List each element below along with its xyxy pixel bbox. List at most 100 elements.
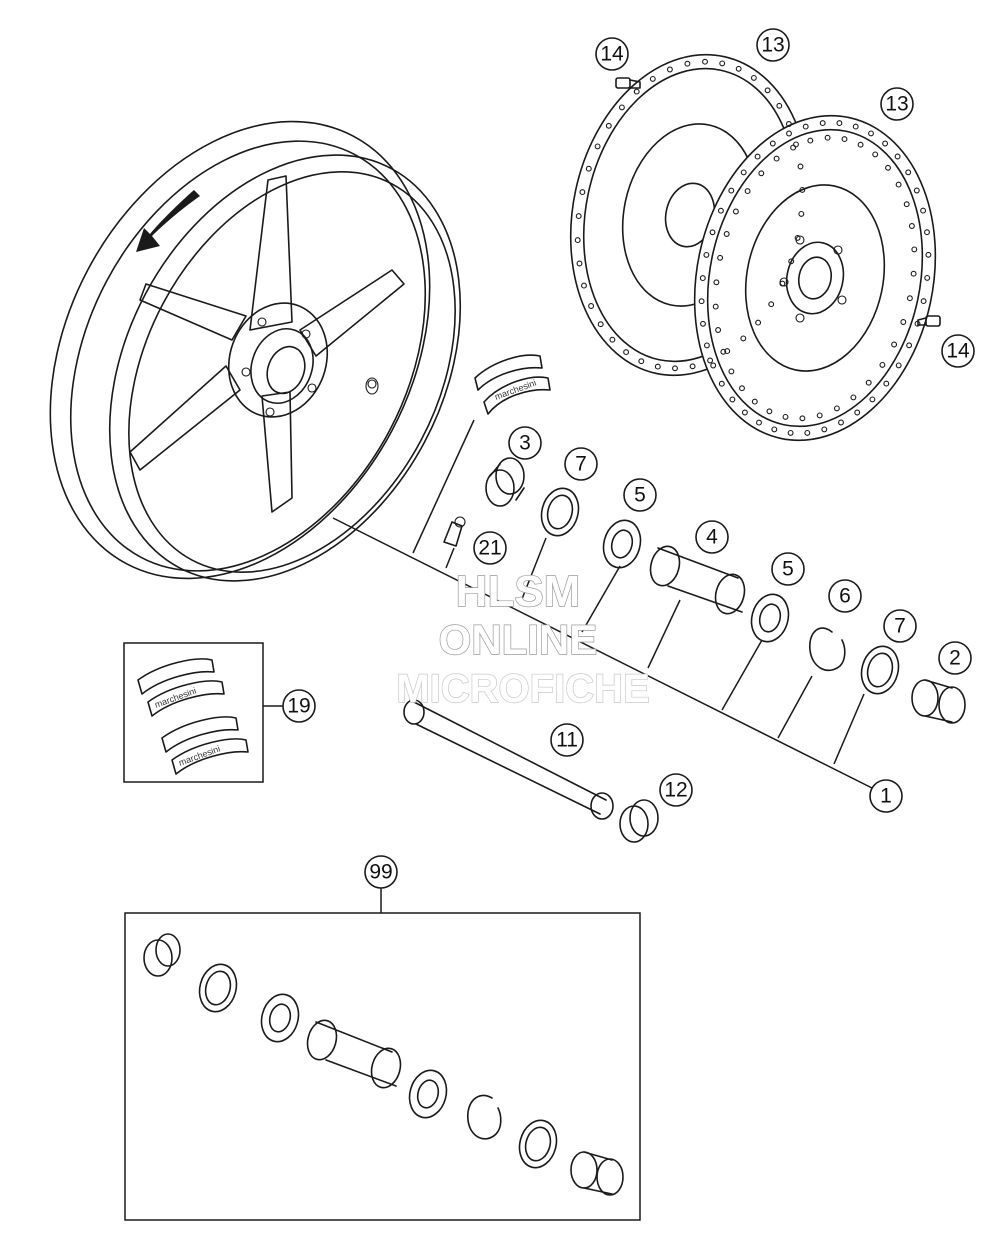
disc-hole — [819, 120, 826, 127]
disc-hole — [906, 342, 913, 349]
disc-hole — [838, 419, 844, 426]
disc-hole — [623, 349, 630, 356]
disc-hole — [740, 169, 747, 176]
callout-5-left: 5 — [623, 478, 657, 512]
disc-hole — [754, 153, 761, 160]
disc-hole — [906, 295, 913, 302]
disc-hole — [900, 319, 907, 325]
disc-hole — [699, 275, 706, 282]
watermark-line-1: HLSM — [456, 567, 581, 616]
disc-hole — [872, 151, 879, 158]
sticker-kit-box: marchesini marchesini — [123, 642, 283, 783]
disc-hole — [885, 164, 891, 171]
bearing-5b — [750, 593, 790, 643]
disc-hole — [807, 137, 814, 144]
disc-hole — [728, 187, 735, 194]
disc-hole — [744, 188, 751, 195]
disc-hole — [799, 186, 806, 193]
disc-hole — [618, 104, 625, 111]
rotation-arrow-icon — [136, 190, 200, 252]
rim-sticker: marchesini — [474, 354, 551, 415]
disc-hole — [720, 348, 727, 355]
axle-nut-12 — [619, 799, 659, 843]
disc-hole — [821, 426, 828, 433]
disc-hole — [672, 365, 678, 372]
disc-hole — [638, 358, 645, 365]
callout-11: 11 — [550, 723, 584, 757]
disc-hole — [779, 280, 786, 287]
callout-19: 19 — [282, 689, 316, 723]
assembly-axis-line — [332, 419, 877, 791]
disc-hole — [911, 246, 918, 253]
disc-hole — [654, 363, 661, 370]
callout-2: 2 — [938, 641, 972, 675]
spacer-3 — [485, 457, 525, 507]
seal-7b — [860, 645, 900, 695]
wheel-rim — [49, 120, 462, 582]
disc-hole — [751, 398, 758, 405]
disc-hole — [649, 75, 656, 82]
disc-hole — [609, 336, 616, 343]
callout-13-rear-disc: 13 — [756, 28, 790, 62]
disc-hole — [579, 189, 586, 196]
disc-hole — [732, 208, 739, 215]
callout-14-top: 14 — [595, 37, 629, 71]
disc-hole — [712, 303, 719, 310]
disc-hole — [715, 327, 722, 333]
callout-1: 1 — [869, 779, 903, 813]
disc-hole — [833, 405, 840, 412]
disc-hole — [718, 380, 725, 387]
disc-hole — [756, 419, 762, 426]
callout-label: 7 — [894, 615, 906, 638]
disc-hole — [719, 60, 726, 67]
disc-hole — [741, 409, 748, 416]
disc-hole — [633, 88, 640, 95]
callout-label: 13 — [761, 34, 784, 57]
disc-hole — [768, 301, 775, 308]
spacer-2 — [911, 679, 966, 724]
disc-hole — [882, 140, 889, 147]
disc-hole — [723, 231, 730, 237]
callout-label: 2 — [949, 647, 961, 670]
callout-label: 6 — [839, 585, 851, 608]
disc-bolt-bottom — [917, 315, 941, 327]
disc-hole — [703, 342, 710, 349]
disc-hole — [786, 130, 792, 137]
disc-hole — [787, 429, 794, 436]
callout-label: 13 — [885, 93, 908, 116]
callout-label: 3 — [519, 432, 531, 455]
disc-hole — [924, 274, 931, 281]
disc-hole — [879, 361, 886, 368]
disc-hole — [581, 282, 587, 289]
disc-hole — [713, 279, 720, 286]
callout-3: 3 — [508, 426, 542, 460]
callout-label: 99 — [369, 861, 392, 884]
brake-disc-front — [693, 114, 937, 442]
callout-label: 21 — [478, 537, 501, 560]
disc-hole — [750, 74, 757, 81]
disc-hole — [869, 396, 876, 403]
disc-hole — [782, 413, 789, 420]
disc-hole — [605, 122, 612, 129]
disc-hole — [794, 234, 801, 241]
disc-hole — [764, 87, 771, 94]
callout-label: 7 — [575, 453, 587, 476]
disc-hole — [698, 298, 705, 305]
disc-hole — [576, 260, 583, 267]
disc-hole — [575, 213, 582, 220]
disc-hole — [689, 363, 696, 370]
bearing-kit-box — [124, 886, 641, 1221]
disc-hole — [594, 143, 601, 150]
disc-hole — [740, 335, 747, 342]
callout-4: 4 — [695, 520, 729, 554]
disc-hole — [709, 229, 716, 236]
disc-hole — [785, 121, 792, 127]
disc-hole — [804, 429, 811, 436]
disc-hole — [771, 426, 778, 433]
watermark-line-2: ONLINE — [439, 616, 598, 663]
disc-hole — [920, 298, 927, 305]
disc-hole — [707, 357, 714, 364]
disc-hole — [729, 396, 736, 403]
callout-label: 11 — [556, 729, 578, 752]
disc-hole — [908, 223, 915, 229]
